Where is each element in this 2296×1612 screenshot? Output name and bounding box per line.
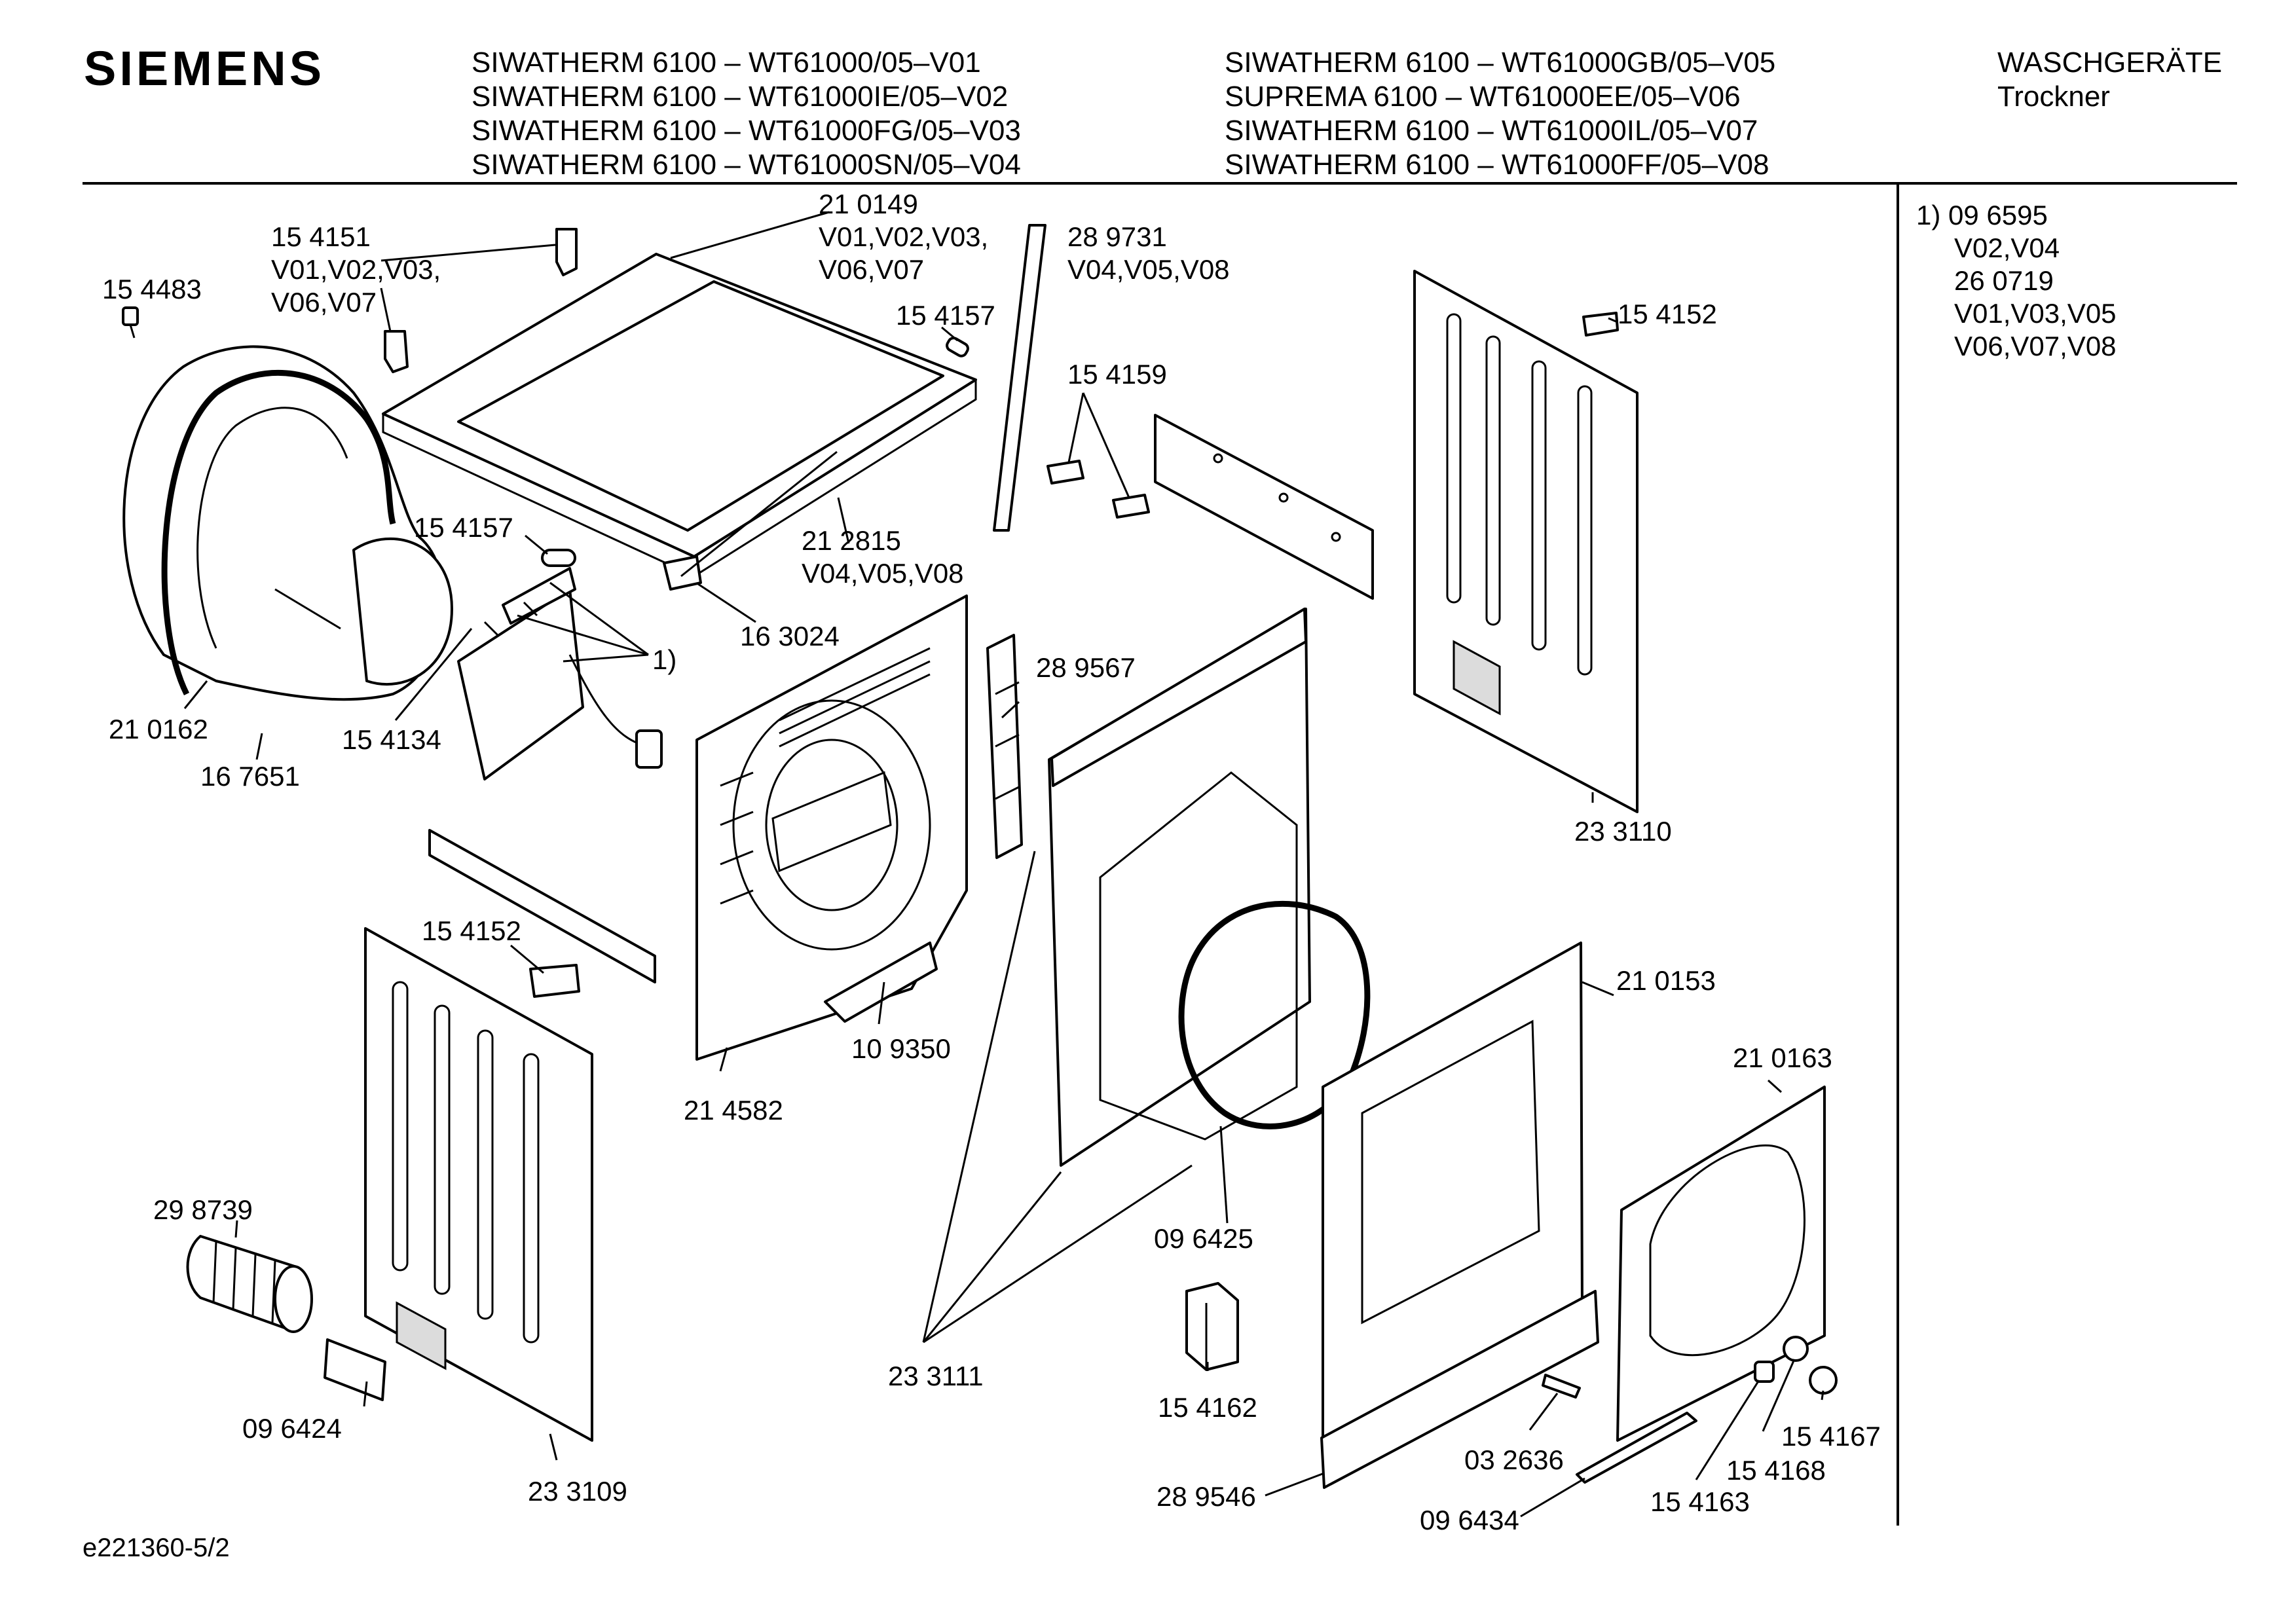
hinge-bracket xyxy=(384,228,578,373)
part-label: 09 6424 xyxy=(242,1413,342,1444)
part-label: 21 0162 xyxy=(109,714,208,744)
part-label: 09 6434 xyxy=(1420,1505,1519,1535)
part-label: 16 7651 xyxy=(200,761,300,792)
pin-part xyxy=(1046,460,1150,519)
part-label: 09 6425 xyxy=(1154,1223,1253,1254)
part-label: 15 4157 xyxy=(896,300,995,331)
screw-part xyxy=(122,306,139,339)
part-label: 15 4151 xyxy=(271,221,371,252)
upper-rear-bracket xyxy=(1154,414,1374,600)
model-line: SIWATHERM 6100 – WT61000SN/05–V04 xyxy=(472,149,1021,181)
hinge-part xyxy=(1754,1336,1838,1395)
part-label: 21 2815 xyxy=(802,525,901,556)
part-label: V06,V07 xyxy=(271,287,377,318)
front-frame xyxy=(1048,608,1311,1167)
model-line: SIWATHERM 6100 – WT61000IL/05–V07 xyxy=(1225,115,1758,147)
top-cover xyxy=(382,253,977,577)
part-label: V06,V07 xyxy=(819,254,924,285)
footnote-line: V02,V04 xyxy=(1954,232,2060,263)
brand-logo: SIEMENS xyxy=(84,41,325,96)
category-block: WASCHGERÄTE Trockner xyxy=(1997,46,2222,114)
model-line: SIWATHERM 6100 – WT61000/05–V01 xyxy=(472,46,981,79)
cover-plate xyxy=(324,1338,386,1401)
door-inner-frame xyxy=(1616,1086,1826,1442)
rear-wall-panel xyxy=(695,595,968,1061)
footnote-line: 26 0719 xyxy=(1954,265,2054,296)
right-side-panel xyxy=(1413,270,1639,813)
clip-part xyxy=(663,555,702,591)
part-label: 23 3111 xyxy=(888,1361,984,1391)
screw-part xyxy=(1542,1374,1581,1399)
model-list-right: SIWATHERM 6100 – WT61000GB/05–V05 SUPREM… xyxy=(1225,46,1775,182)
part-label: 1) xyxy=(652,644,676,675)
part-label: 28 9731 xyxy=(1067,221,1167,252)
lower-rear-bracket xyxy=(428,829,656,983)
part-label: 03 2636 xyxy=(1464,1444,1564,1475)
footnote-line: V01,V03,V05 xyxy=(1954,298,2117,329)
model-line: SIWATHERM 6100 – WT61000GB/05–V05 xyxy=(1225,46,1776,79)
model-line: SIWATHERM 6100 – WT61000FF/05–V08 xyxy=(1225,149,1769,181)
model-line: SUPREMA 6100 – WT61000EE/05–V06 xyxy=(1225,81,1741,113)
sidebar-rule xyxy=(1897,183,1899,1526)
category-subtitle: Trockner xyxy=(1997,81,2110,113)
category-title: WASCHGERÄTE xyxy=(1997,46,2223,79)
footnote-line: V06,V07,V08 xyxy=(1954,331,2117,361)
part-labels: 15 4483 15 4151 V01,V02,V03, V06,V07 21 … xyxy=(102,189,1881,1535)
part-label: 21 4582 xyxy=(684,1095,783,1126)
part-label: V01,V02,V03, xyxy=(819,221,988,252)
part-label: 28 9567 xyxy=(1036,652,1136,683)
part-label: 15 4152 xyxy=(1618,299,1717,329)
exhaust-hose xyxy=(186,1235,313,1333)
part-label: 15 4157 xyxy=(414,512,513,543)
part-label: 28 9546 xyxy=(1157,1481,1256,1512)
part-label: 29 8739 xyxy=(153,1194,253,1225)
vertical-trim-strip xyxy=(993,224,1046,532)
part-label: 15 4163 xyxy=(1650,1486,1750,1517)
diagram-reference: e221360-5/2 xyxy=(83,1533,230,1562)
footnote-block: 1) 09 6595 V02,V04 26 0719 V01,V03,V05 V… xyxy=(1916,199,2117,363)
header-rule xyxy=(83,182,2237,185)
part-label: 10 9350 xyxy=(851,1033,951,1064)
part-label: 15 4159 xyxy=(1067,359,1167,390)
footnote-line: 1) 09 6595 xyxy=(1916,200,2048,230)
part-label: 21 0149 xyxy=(819,189,918,219)
part-label: 15 4167 xyxy=(1781,1421,1881,1452)
part-label: V04,V05,V08 xyxy=(1067,254,1230,285)
part-label: 15 4483 xyxy=(102,274,202,304)
part-label: 15 4162 xyxy=(1158,1392,1257,1423)
spacer-block xyxy=(1582,312,1619,337)
vertical-duct xyxy=(986,634,1023,859)
part-label: 15 4152 xyxy=(422,915,521,946)
plug-part xyxy=(541,337,969,567)
air-duct-part xyxy=(824,942,938,1023)
part-label: 15 4168 xyxy=(1726,1455,1826,1486)
part-label: 15 4134 xyxy=(342,724,441,755)
switch-bracket-assembly xyxy=(457,567,663,780)
part-label: 16 3024 xyxy=(740,621,840,651)
model-line: SIWATHERM 6100 – WT61000FG/05–V03 xyxy=(472,115,1021,147)
spacer-block xyxy=(529,964,580,998)
part-label: V01,V02,V03, xyxy=(271,254,441,285)
part-label: 23 3110 xyxy=(1574,816,1672,847)
plinth-strip xyxy=(1320,1290,1599,1489)
part-label: 21 0163 xyxy=(1733,1042,1832,1073)
part-label: V04,V05,V08 xyxy=(802,558,964,589)
door-switch xyxy=(1185,1282,1239,1371)
part-label: 23 3109 xyxy=(528,1476,627,1507)
leader-lines xyxy=(183,211,1824,1518)
model-list-left: SIWATHERM 6100 – WT61000/05–V01 SIWATHER… xyxy=(472,46,1021,182)
part-label: 21 0153 xyxy=(1616,965,1716,996)
rear-drum-housing xyxy=(122,345,453,701)
left-side-panel xyxy=(364,927,593,1442)
model-line: SIWATHERM 6100 – WT61000IE/05–V02 xyxy=(472,81,1009,113)
